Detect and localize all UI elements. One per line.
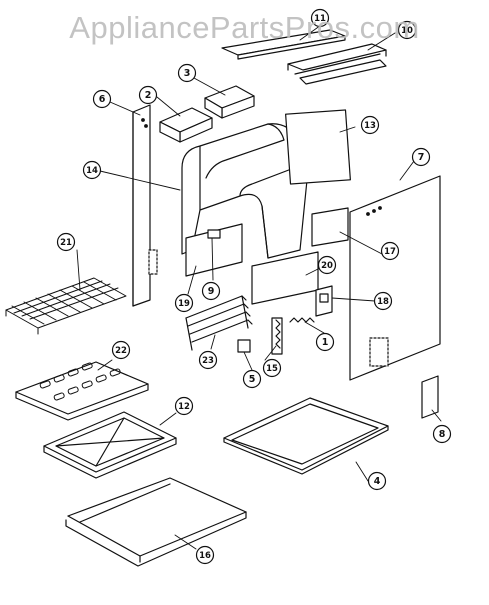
- callout-10: 10: [397, 20, 417, 40]
- callout-7: 7: [411, 147, 431, 167]
- callout-label: 23: [202, 356, 214, 366]
- callout-circle: [432, 424, 452, 444]
- callout-circle: [310, 8, 330, 28]
- callout-1: 1: [315, 332, 335, 352]
- part-2-bracket: [159, 107, 213, 143]
- callout-5: 5: [242, 369, 262, 389]
- part-11-top-panel: [221, 29, 346, 60]
- callout-label: 11: [314, 14, 326, 24]
- callout-label: 3: [184, 68, 191, 79]
- part-4-bottom-panel: [223, 397, 389, 475]
- callout-circle: [380, 241, 400, 261]
- part-14-oven-wrap: [181, 123, 309, 259]
- callout-circle: [56, 232, 76, 252]
- callout-label: 7: [418, 152, 425, 163]
- callout-2: 2: [138, 85, 158, 105]
- callout-label: 16: [199, 551, 211, 561]
- callout-23: 23: [198, 350, 218, 370]
- callout-label: 5: [249, 374, 256, 385]
- callout-circle: [242, 369, 262, 389]
- callout-circle: [317, 255, 337, 275]
- watermark: AppliancePartsPros.com: [69, 10, 420, 45]
- part-5-clip: [237, 339, 251, 353]
- leader-lines: [76, 22, 442, 550]
- part-18-bracket: [315, 285, 333, 317]
- callout-label: 9: [208, 286, 215, 297]
- callout-circle: [174, 396, 194, 416]
- callout-15: 15: [262, 358, 282, 378]
- callout-circle: [111, 340, 131, 360]
- callout-circle: [195, 545, 215, 565]
- callout-circle: [201, 281, 221, 301]
- part-23-rack-supports: [185, 295, 253, 351]
- callout-circle: [82, 160, 102, 180]
- callout-circle: [315, 332, 335, 352]
- part-20-panel: [251, 251, 319, 305]
- part-13-insulation: [285, 109, 351, 185]
- part-9-rear-panel: [185, 223, 243, 277]
- callout-label: 1: [322, 337, 329, 348]
- callout-14: 14: [82, 160, 102, 180]
- callout-label: 21: [60, 238, 72, 248]
- part-15-hinge: [271, 317, 283, 355]
- callout-label: 20: [321, 261, 333, 271]
- callout-8: 8: [432, 424, 452, 444]
- callout-3: 3: [177, 63, 197, 83]
- callout-19: 19: [174, 293, 194, 313]
- callout-20: 20: [317, 255, 337, 275]
- part-16-drawer-frame: [65, 477, 247, 567]
- part-22-broiler-insert: [15, 361, 149, 421]
- part-7-right-side-panel: [349, 175, 441, 381]
- callout-12: 12: [174, 396, 194, 416]
- callout-label: 18: [377, 297, 389, 307]
- callout-label: 10: [401, 26, 413, 36]
- callout-11: 11: [310, 8, 330, 28]
- callout-18: 18: [373, 291, 393, 311]
- callout-circle: [174, 293, 194, 313]
- callout-label: 17: [384, 247, 396, 257]
- callout-label: 13: [364, 121, 376, 131]
- callout-label: 22: [115, 346, 127, 356]
- part-1-spring: [289, 317, 315, 323]
- callout-circle: [177, 63, 197, 83]
- part-12-broiler-pan: [43, 411, 177, 479]
- part-17-insulation-strip: [311, 207, 349, 247]
- callout-21: 21: [56, 232, 76, 252]
- callout-circle: [138, 85, 158, 105]
- callout-circle: [360, 115, 380, 135]
- part-6-left-side-panel: [132, 104, 158, 307]
- part-8-panel: [421, 375, 439, 419]
- callout-16: 16: [195, 545, 215, 565]
- callout-label: 12: [178, 402, 190, 412]
- callout-label: 15: [266, 364, 278, 374]
- callout-22: 22: [111, 340, 131, 360]
- callout-9: 9: [201, 281, 221, 301]
- callout-circle: [198, 350, 218, 370]
- part-21-oven-rack: [5, 277, 127, 335]
- callout-circle: [367, 471, 387, 491]
- callout-circle: [397, 20, 417, 40]
- callout-6: 6: [92, 89, 112, 109]
- callout-label: 4: [374, 476, 381, 487]
- callout-label: 14: [86, 166, 98, 176]
- part-3-bracket: [204, 85, 255, 119]
- callout-label: 19: [178, 299, 190, 309]
- part-10-top-channel: [287, 43, 387, 85]
- callout-circle: [373, 291, 393, 311]
- callout-4: 4: [367, 471, 387, 491]
- callout-17: 17: [380, 241, 400, 261]
- callout-label: 2: [145, 90, 152, 101]
- callout-label: 8: [439, 429, 446, 440]
- callout-circle: [411, 147, 431, 167]
- callout-label: 6: [99, 94, 106, 105]
- callout-circle: [262, 358, 282, 378]
- callout-13: 13: [360, 115, 380, 135]
- callout-circle: [92, 89, 112, 109]
